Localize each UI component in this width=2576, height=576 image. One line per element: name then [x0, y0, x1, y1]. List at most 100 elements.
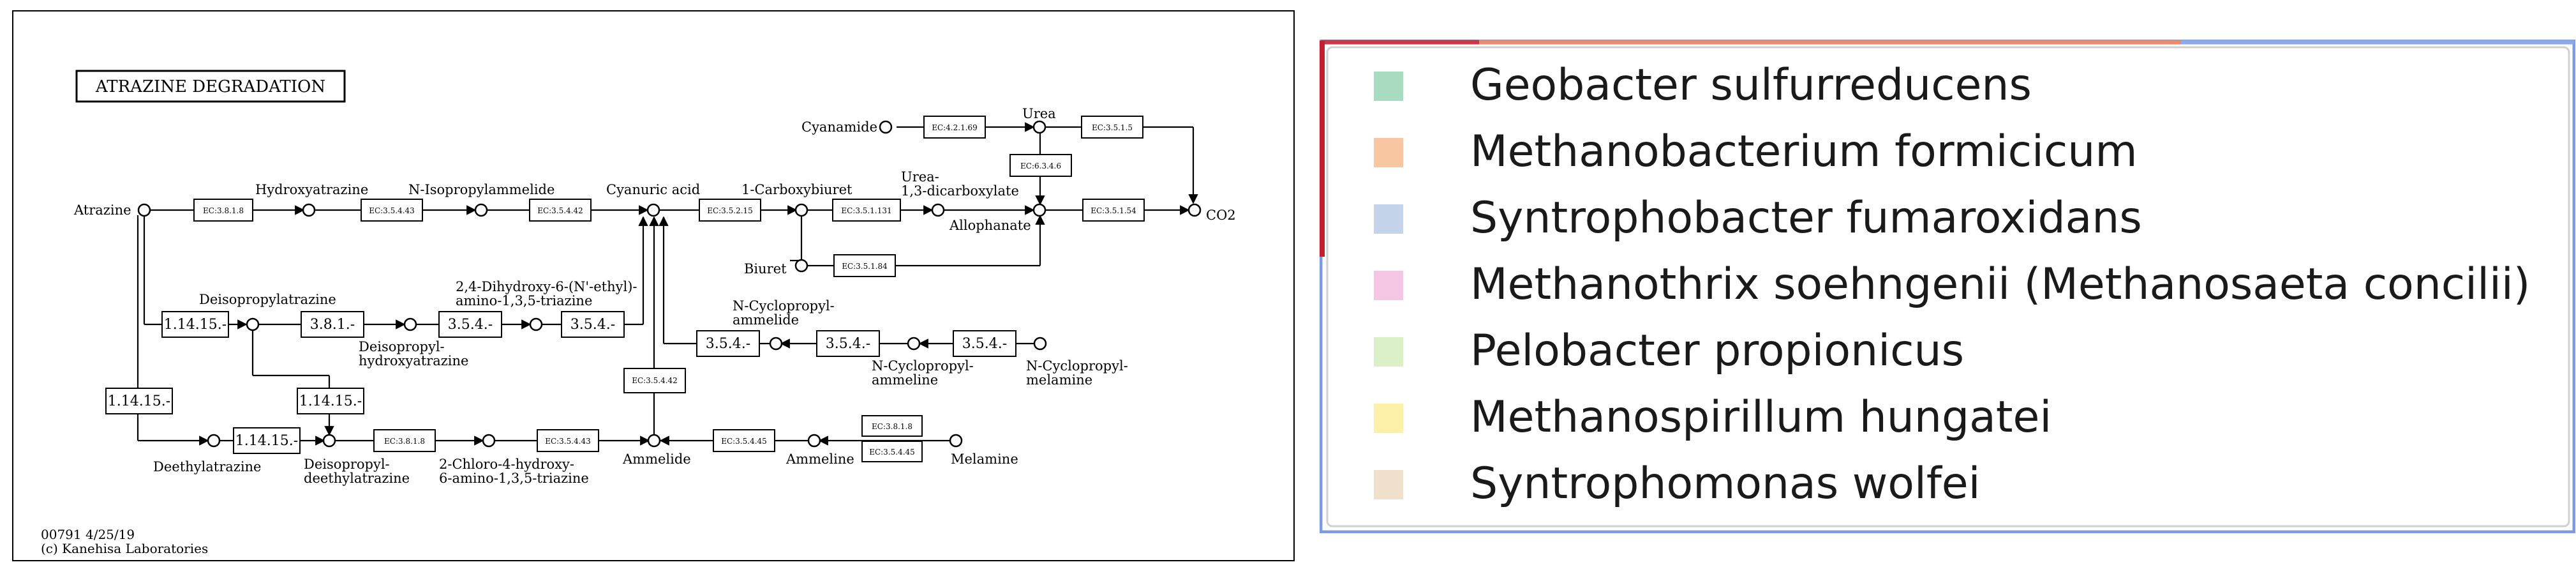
compound-node[interactable]	[474, 203, 488, 217]
compound-label: N-Isopropylammelide	[408, 182, 555, 197]
enzyme-label: EC:3.5.1.5	[1092, 123, 1133, 132]
compound-node[interactable]	[794, 203, 808, 217]
pathway-map: ATRAZINE DEGRADATION	[12, 10, 1295, 561]
legend-swatch	[1374, 138, 1403, 167]
compound-node[interactable]	[1033, 337, 1047, 351]
enzyme-box[interactable]	[923, 116, 986, 139]
legend-swatch	[1374, 72, 1403, 101]
enzyme-box[interactable]	[833, 254, 896, 277]
enzyme-box[interactable]	[529, 199, 592, 222]
compound-node[interactable]	[646, 203, 660, 217]
enzyme-box[interactable]	[861, 441, 923, 462]
enzyme-label: EC:3.5.4.43	[369, 206, 415, 215]
compound-node[interactable]	[302, 203, 316, 217]
compound-node[interactable]	[1187, 203, 1202, 217]
legend-swatch	[1374, 404, 1403, 433]
enzyme-label: 3.5.4.-	[706, 336, 750, 352]
enzyme-box[interactable]	[623, 368, 686, 393]
compound-label: Deisopropyl-	[304, 457, 390, 472]
legend-label: Methanospirillum hungatei	[1470, 392, 2051, 443]
compound-label: ammelide	[733, 312, 799, 328]
enzyme-box[interactable]	[438, 311, 502, 338]
enzyme-box[interactable]	[297, 388, 364, 414]
enzyme-box[interactable]	[1082, 199, 1145, 222]
map-footer-copyright: (c) Kanehisa Laboratories	[41, 541, 208, 556]
enzyme-label: EC:3.5.1.84	[842, 262, 888, 271]
enzyme-box[interactable]	[233, 427, 301, 454]
enzyme-label: 3.8.1.-	[310, 317, 355, 333]
compound-node[interactable]	[907, 337, 921, 351]
compound-node[interactable]	[949, 434, 963, 448]
compound-node[interactable]	[403, 317, 417, 331]
compound-label: Biuret	[744, 261, 787, 277]
enzyme-label: EC:3.5.4.42	[632, 376, 678, 385]
compound-label: ammeline	[872, 372, 938, 388]
compound-label: Ammelide	[622, 451, 691, 467]
compound-label: N-Cyclopropyl-	[872, 358, 974, 374]
compound-node[interactable]	[207, 434, 221, 448]
enzyme-box[interactable]	[696, 330, 760, 357]
enzyme-box[interactable]	[105, 388, 173, 414]
map-title: ATRAZINE DEGRADATION	[95, 77, 325, 96]
legend-label: Syntrophomonas wolfei	[1470, 459, 1981, 509]
enzyme-box[interactable]	[1081, 116, 1143, 139]
compound-node[interactable]	[794, 259, 808, 273]
enzyme-box[interactable]	[537, 429, 599, 452]
enzyme-label: EC:3.8.1.8	[872, 422, 912, 431]
enzyme-label: EC:4.2.1.69	[932, 123, 978, 132]
legend-inner-box	[1326, 46, 2570, 527]
compound-label: Cyanuric acid	[606, 182, 700, 197]
enzyme-box[interactable]	[301, 311, 364, 338]
compound-label: Deisopropyl-	[359, 339, 445, 354]
compound-node[interactable]	[322, 434, 336, 448]
compound-label: 1,3-dicarboxylate	[901, 183, 1019, 199]
legend-label: Syntrophobacter fumaroxidans	[1470, 193, 2142, 243]
enzyme-box[interactable]	[713, 429, 775, 452]
map-title-box	[75, 70, 346, 103]
compound-label: Allophanate	[949, 218, 1031, 233]
enzyme-label: EC:3.8.1.8	[384, 437, 425, 446]
enzyme-label: EC:3.5.2.15	[707, 206, 753, 215]
compound-node[interactable]	[931, 203, 945, 217]
compound-label: Hydroxyatrazine	[255, 182, 368, 197]
compound-node[interactable]	[137, 203, 151, 217]
enzyme-box[interactable]	[1009, 154, 1072, 177]
compound-node[interactable]	[246, 317, 260, 331]
compound-node[interactable]	[647, 434, 661, 448]
compound-node[interactable]	[1032, 203, 1046, 217]
enzyme-box[interactable]	[361, 199, 423, 222]
enzyme-box[interactable]	[816, 330, 880, 357]
enzyme-box[interactable]	[561, 311, 625, 338]
enzyme-box[interactable]	[832, 199, 901, 222]
enzyme-label: 3.5.4.-	[962, 336, 1007, 352]
enzyme-label: 3.5.4.-	[570, 317, 615, 333]
enzyme-label: EC:3.5.1.54	[1091, 206, 1136, 215]
enzyme-boxes	[105, 116, 1145, 462]
compound-label: deethylatrazine	[304, 471, 410, 486]
enzyme-box[interactable]	[193, 199, 253, 222]
enzyme-label: 1.14.15.-	[235, 433, 298, 449]
compound-label: 2,4-Dihydroxy-6-(N'-ethyl)-	[456, 279, 637, 294]
enzyme-box[interactable]	[699, 199, 761, 222]
enzyme-box[interactable]	[861, 415, 923, 437]
compound-node[interactable]	[807, 434, 821, 448]
enzyme-box[interactable]	[373, 429, 436, 452]
enzyme-box[interactable]	[161, 311, 229, 338]
legend-label: Geobacter sulfurreducens	[1470, 60, 2032, 110]
compound-label: 1-Carboxybiuret	[741, 182, 852, 197]
compound-node[interactable]	[529, 317, 543, 331]
compound-node[interactable]	[482, 434, 496, 448]
compound-label: N-Cyclopropyl-	[733, 298, 835, 314]
compound-label: melamine	[1026, 372, 1092, 388]
compound-label: Deisopropylatrazine	[199, 292, 336, 307]
enzyme-label: 3.5.4.-	[826, 336, 870, 352]
compound-node[interactable]	[769, 337, 783, 351]
compound-node[interactable]	[879, 120, 893, 134]
map-footer-id: 00791 4/25/19	[41, 527, 135, 542]
compound-label: 6-amino-1,3,5-triazine	[439, 471, 589, 486]
legend-swatch	[1374, 271, 1403, 300]
enzyme-box[interactable]	[953, 330, 1016, 357]
compound-node[interactable]	[1032, 120, 1046, 134]
enzyme-label: EC:3.5.4.43	[545, 437, 591, 446]
